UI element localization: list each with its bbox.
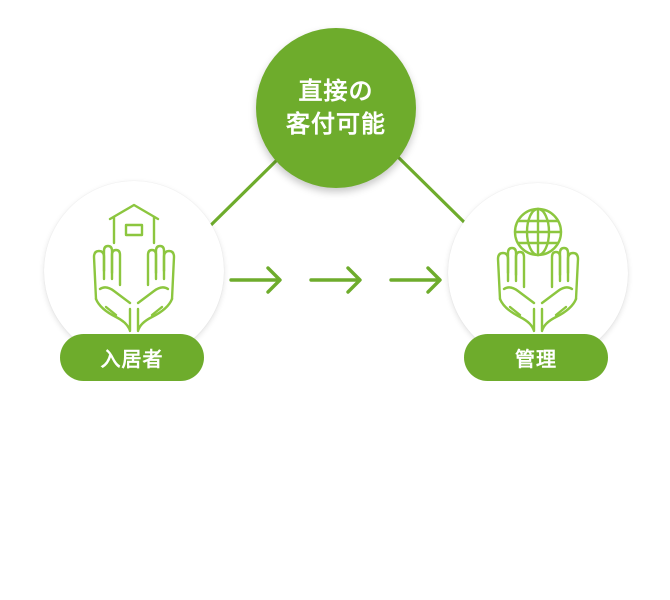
resident-label-pill: 入居者 (60, 334, 204, 381)
direct-leasing-line1: 直接の (298, 77, 374, 105)
management-label: 管理 (515, 347, 557, 371)
arrow-right-icon (389, 266, 442, 294)
arrow-right-icon (229, 266, 282, 294)
direct-leasing-line2: 客付可能 (286, 110, 386, 138)
arrow-right-icon (309, 266, 362, 294)
connector-line-left (209, 155, 282, 227)
management-node (448, 183, 628, 363)
management-label-pill: 管理 (464, 334, 608, 381)
resident-label: 入居者 (100, 347, 164, 371)
resident-node (44, 181, 224, 361)
hands-globe-icon (496, 207, 580, 333)
hands-house-icon (92, 203, 176, 333)
direct-leasing-badge: 直接の 客付可能 (256, 28, 416, 188)
connector-line-right (394, 153, 467, 225)
